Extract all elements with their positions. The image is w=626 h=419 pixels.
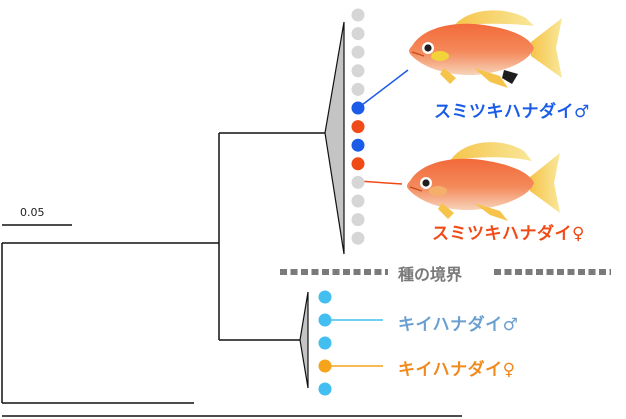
tree-branches — [1, 132, 462, 417]
leader-female-a — [357, 180, 403, 185]
species-label-female-b: キイハナダイ♀ — [398, 360, 516, 380]
clade-b-tip-female_b — [318, 359, 332, 373]
clade-a-tips — [351, 8, 365, 245]
species-label-female-a: スミツキハナダイ♀ — [432, 224, 585, 244]
clade-a-tip-male_a — [351, 138, 365, 152]
leader-male-a — [357, 69, 409, 109]
fish-male-icon — [409, 10, 562, 88]
clade-b-tip-male_b — [318, 290, 332, 304]
clade-b-tip-male_b — [318, 313, 332, 327]
clade-a-tip-female_a — [351, 120, 365, 134]
clade-a-tip-unknown — [351, 194, 365, 208]
clade-a-tip-unknown — [351, 175, 365, 189]
clade-a-tip-unknown — [351, 27, 365, 41]
clade-a-tip-female_a — [351, 157, 365, 171]
clade-a-tip-unknown — [351, 45, 365, 59]
clade-a-triangle — [324, 21, 345, 255]
fish-female-icon — [407, 142, 560, 221]
clade-b-triangle — [299, 291, 309, 389]
clade-a-tip-unknown — [351, 82, 365, 96]
species-boundary-label: 種の境界 — [394, 261, 467, 285]
clade-b-tips — [318, 290, 332, 396]
clade-a-tip-unknown — [351, 64, 365, 78]
clade-a-tip-unknown — [351, 231, 365, 245]
clade-b-tip-male_b — [318, 336, 332, 350]
species-label-male-a: スミツキハナダイ♂ — [434, 102, 590, 122]
clade-a-tip-male_a — [351, 101, 365, 115]
clade-b-tip-male_b — [318, 382, 332, 396]
scale-bar-label: 0.05 — [20, 206, 45, 219]
clade-a-tip-unknown — [351, 213, 365, 227]
clade-a-tip-unknown — [351, 8, 365, 22]
species-label-male-b: キイハナダイ♂ — [398, 315, 519, 335]
